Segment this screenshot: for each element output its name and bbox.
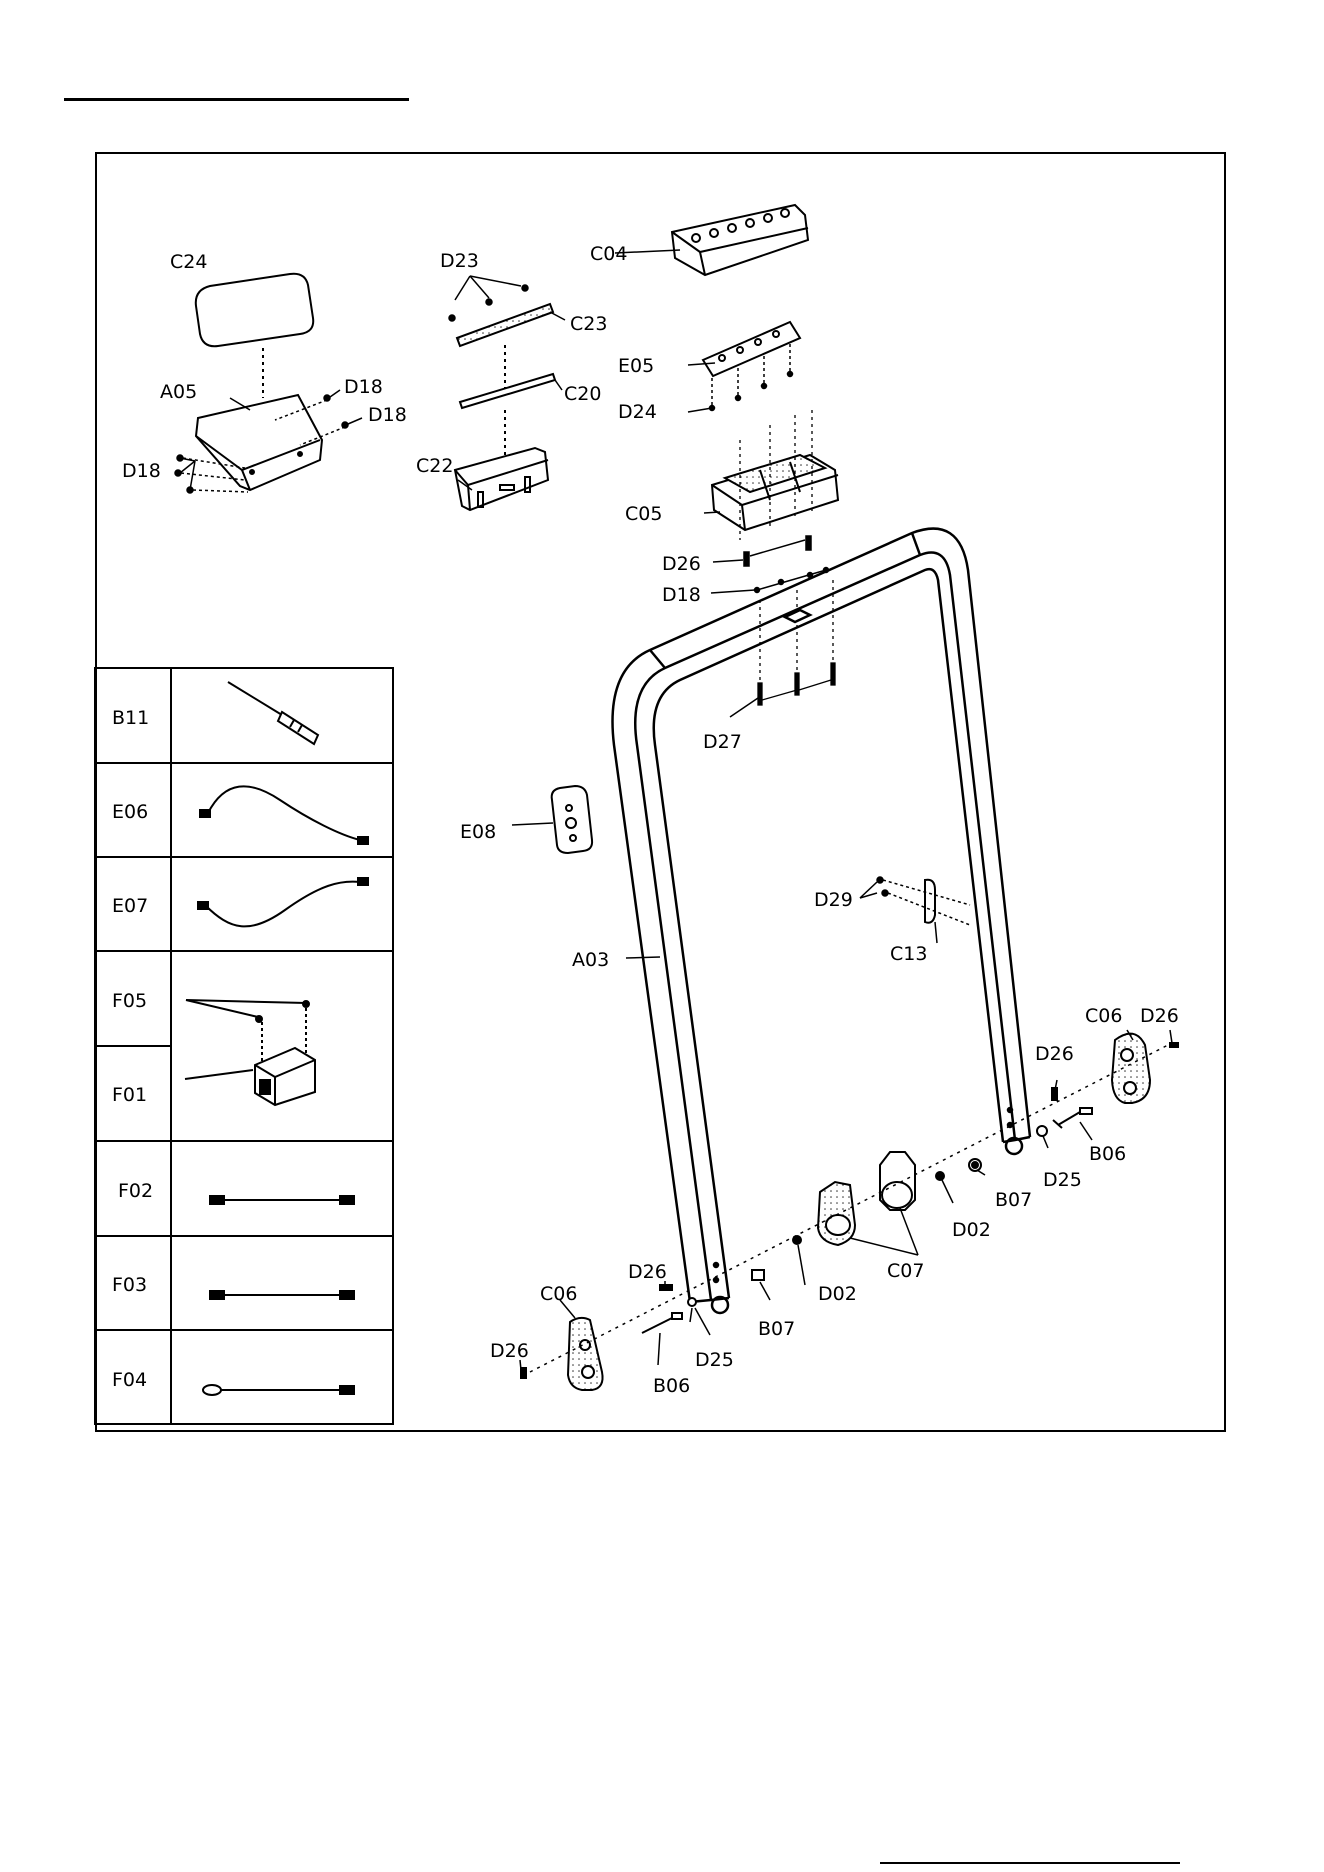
label-a05: A05 bbox=[160, 381, 197, 403]
label-b07-left: B07 bbox=[758, 1318, 795, 1340]
connector-cable-f04-icon bbox=[203, 1385, 354, 1395]
motor-box-icon bbox=[185, 1000, 315, 1105]
label-d23: D23 bbox=[440, 250, 479, 272]
label-e08: E08 bbox=[460, 821, 496, 843]
c23-strip-part bbox=[457, 304, 553, 346]
label-a03: A03 bbox=[572, 949, 609, 971]
label-d02-left: D02 bbox=[818, 1283, 857, 1305]
table-code-f03: F03 bbox=[112, 1274, 147, 1296]
parts-table bbox=[95, 668, 393, 1424]
label-b06-right: B06 bbox=[1089, 1143, 1126, 1165]
label-d26-left: D26 bbox=[490, 1340, 529, 1362]
label-d18-c: D18 bbox=[122, 460, 161, 482]
c22-bracket-part bbox=[455, 448, 548, 510]
label-c24: C24 bbox=[170, 251, 207, 273]
table-code-e06: E06 bbox=[112, 801, 148, 823]
table-code-f02: F02 bbox=[118, 1180, 153, 1202]
label-d27: D27 bbox=[703, 731, 742, 753]
cable-e06-icon bbox=[200, 786, 368, 844]
table-code-f05: F05 bbox=[112, 990, 147, 1012]
label-d25-left: D25 bbox=[695, 1349, 734, 1371]
table-code-f01: F01 bbox=[112, 1084, 147, 1106]
c13-clip-part bbox=[877, 877, 970, 925]
label-c13: C13 bbox=[890, 943, 927, 965]
label-d18-top: D18 bbox=[662, 584, 701, 606]
label-c05: C05 bbox=[625, 503, 662, 525]
table-code-f04: F04 bbox=[112, 1369, 147, 1391]
label-d24: D24 bbox=[618, 401, 657, 423]
d23-screws bbox=[449, 276, 528, 321]
label-c23: C23 bbox=[570, 313, 607, 335]
parts-table-codes: B11 E06 E07 F05 F01 F02 F03 F04 bbox=[112, 707, 153, 1391]
label-b07-right: B07 bbox=[995, 1189, 1032, 1211]
c04-console-cover-part bbox=[672, 205, 808, 275]
label-d18-a: D18 bbox=[344, 376, 383, 398]
footer-marks bbox=[880, 1862, 1180, 1868]
label-c07: C07 bbox=[887, 1260, 924, 1282]
c24-pad-part bbox=[196, 274, 313, 347]
label-d26-left-top: D26 bbox=[628, 1261, 667, 1283]
label-c20: C20 bbox=[564, 383, 601, 405]
right-axle-assembly bbox=[521, 1034, 1178, 1390]
label-d26-top: D26 bbox=[662, 553, 701, 575]
d26-d18-screws-top bbox=[744, 536, 829, 593]
table-code-b11: B11 bbox=[112, 707, 149, 729]
label-d26-right: D26 bbox=[1140, 1005, 1179, 1027]
label-c04: C04 bbox=[590, 243, 627, 265]
label-d02-right: D02 bbox=[952, 1219, 991, 1241]
label-d25-right: D25 bbox=[1043, 1169, 1082, 1191]
label-c22: C22 bbox=[416, 455, 453, 477]
connector-cable-f02-icon bbox=[210, 1196, 354, 1204]
c05-console-housing-part bbox=[712, 455, 838, 530]
c20-strip-part bbox=[460, 374, 555, 408]
table-code-e07: E07 bbox=[112, 895, 148, 917]
e08-remote-part bbox=[552, 786, 592, 853]
screwdriver-icon bbox=[228, 682, 318, 744]
connector-cable-f03-icon bbox=[210, 1291, 354, 1299]
label-e05: E05 bbox=[618, 355, 654, 377]
label-d26-mid: D26 bbox=[1035, 1043, 1074, 1065]
label-c06-left: C06 bbox=[540, 1283, 577, 1305]
cable-e07-icon bbox=[198, 878, 368, 926]
label-b06-left: B06 bbox=[653, 1375, 690, 1397]
label-d18-b: D18 bbox=[368, 404, 407, 426]
e05-circuit-board-part bbox=[703, 322, 800, 376]
label-c06-right: C06 bbox=[1085, 1005, 1122, 1027]
label-d29: D29 bbox=[814, 889, 853, 911]
